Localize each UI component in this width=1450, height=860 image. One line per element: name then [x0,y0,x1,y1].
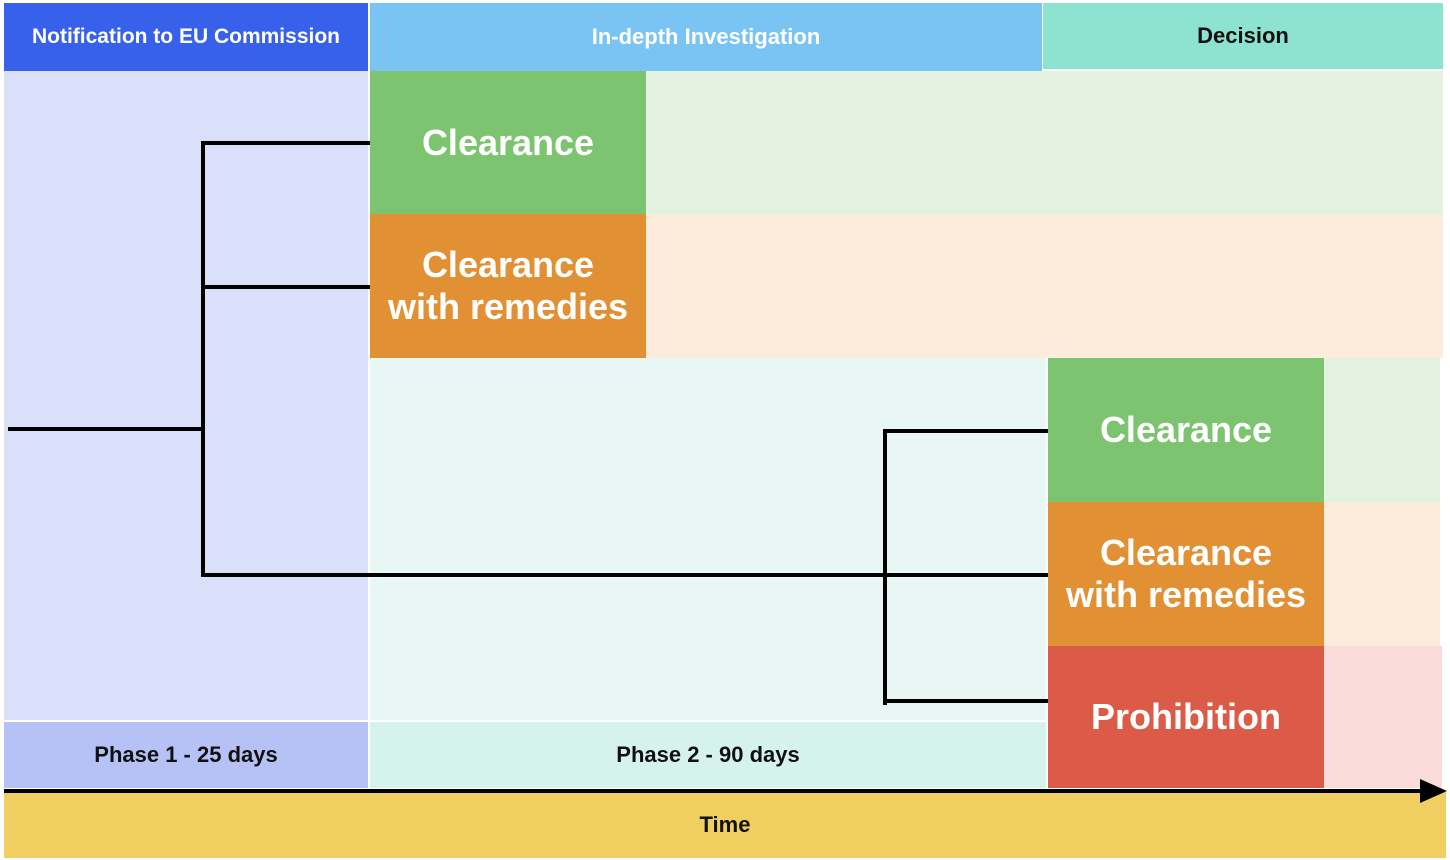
phase2-column-background [370,358,1046,720]
header-notification: Notification to EU Commission [4,3,368,71]
time-arrow-head [1420,779,1447,803]
phase2-remedies-box: Clearance with remedies [1048,502,1324,646]
phase1-clearance-box: Clearance [370,71,646,214]
phase2-prohibition-strip [1324,646,1442,788]
phase2-remedies-label-line1: Clearance [1099,532,1273,573]
phase2-clearance-label: Clearance [1099,409,1273,450]
phase1-remedies-strip [646,214,1443,358]
phase1-remedies-label-line2: with remedies [387,286,629,327]
time-label: Time [699,812,751,837]
phase2-remedies-label-line2: with remedies [1065,574,1307,615]
header-decision: Decision [1043,3,1443,69]
phase2-clearance-box: Clearance [1048,358,1324,502]
phase1-clearance-label: Clearance [421,121,595,163]
phase1-column-background [4,3,368,720]
header-investigation: In-depth Investigation [370,3,1042,71]
phase2-label: Phase 2 - 90 days [370,722,1046,788]
phase1-clearance-strip [646,71,1443,214]
phase1-label: Phase 1 - 25 days [4,722,368,788]
time-bar [4,792,1446,858]
phase1-remedies-label-line1: Clearance [421,244,595,285]
phase1-remedies-box: Clearance with remedies [370,214,646,358]
phase2-clearance-strip [1324,358,1440,502]
phase2-prohibition-label: Prohibition [1091,696,1281,737]
phase2-prohibition-box: Prohibition [1048,646,1324,788]
phase2-remedies-strip [1324,502,1440,646]
